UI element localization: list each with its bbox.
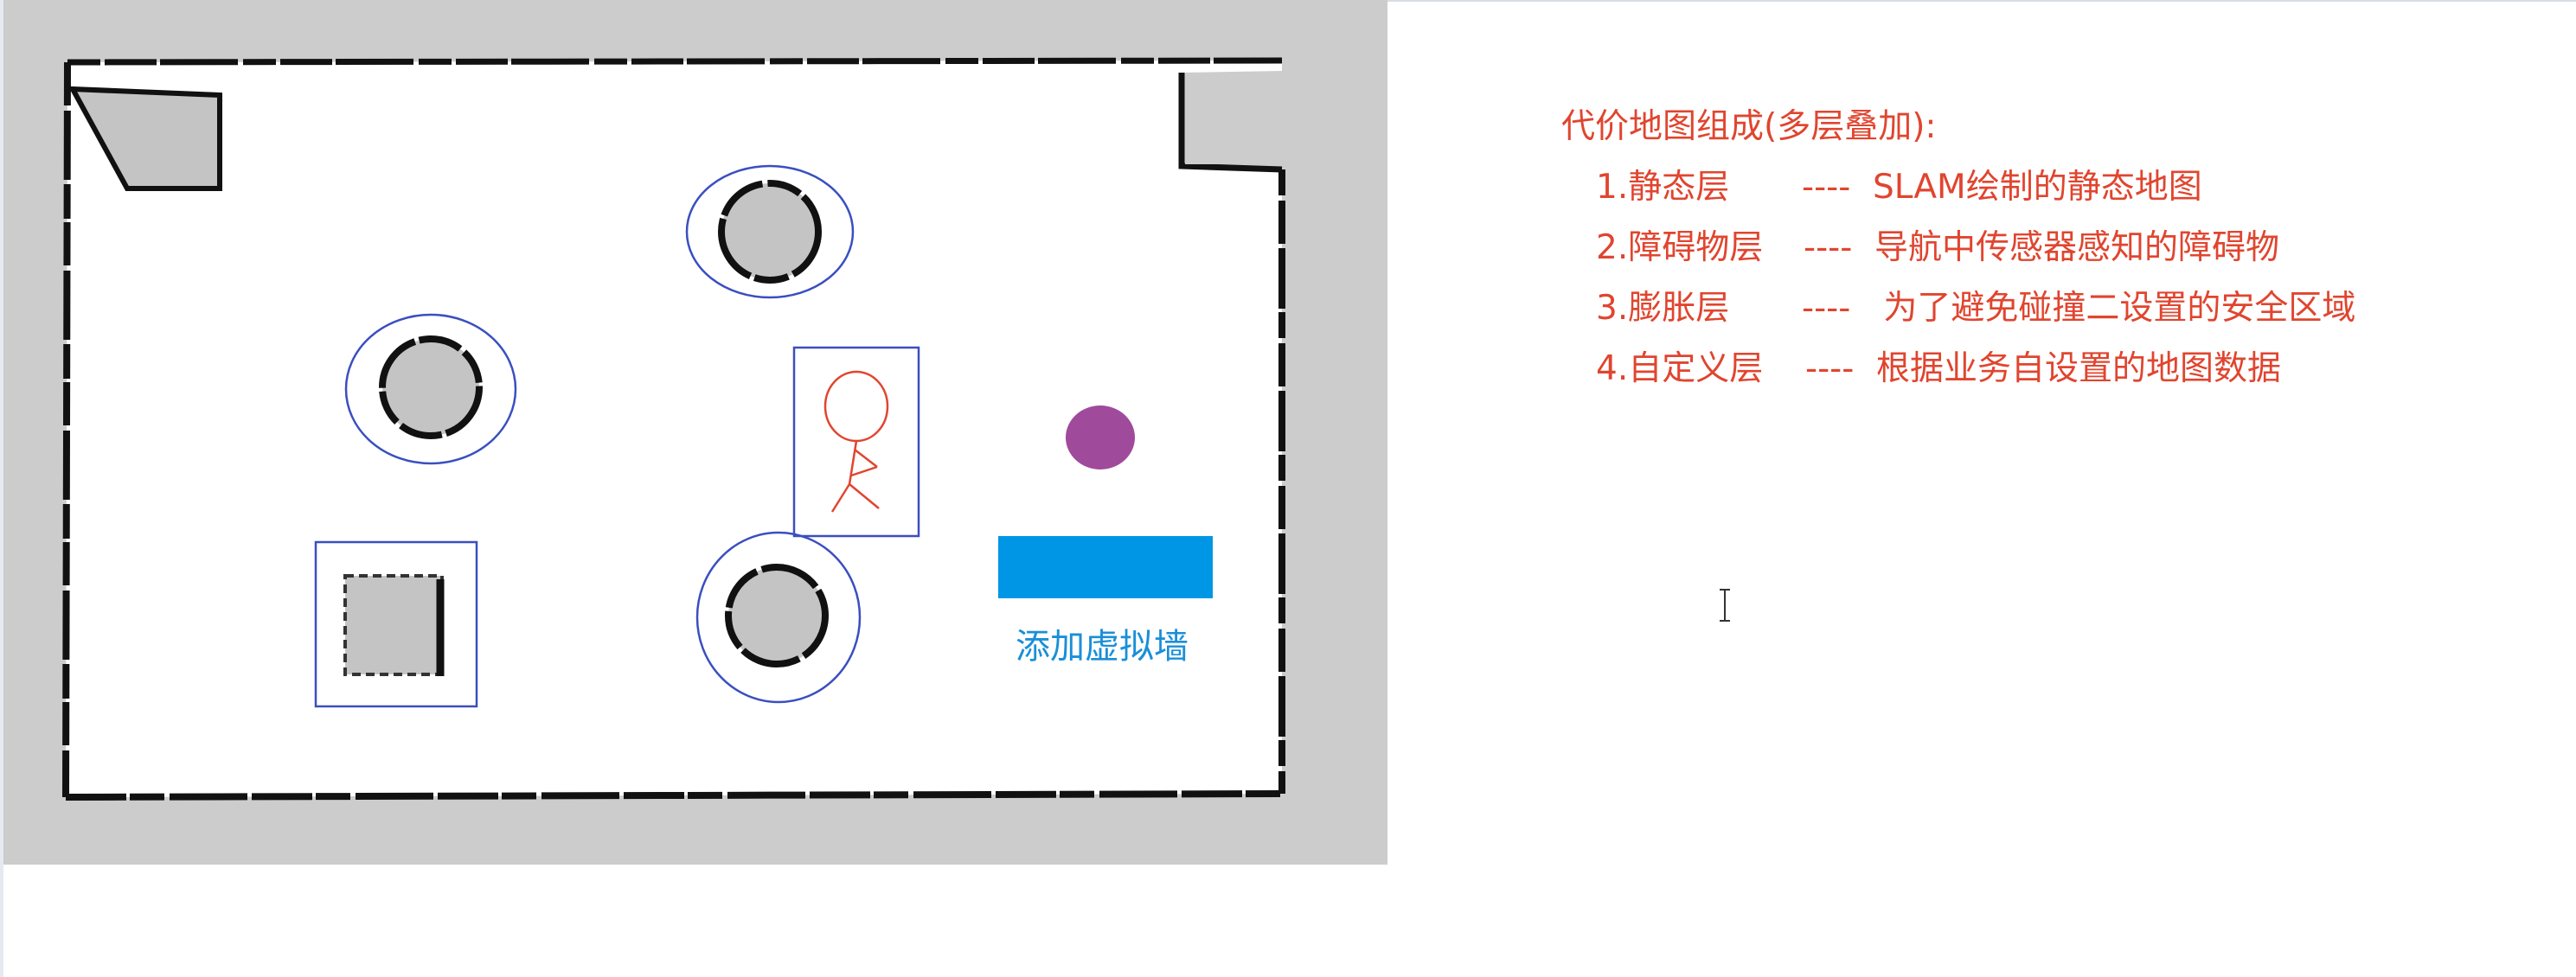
room-wall	[67, 57, 1283, 66]
person-leg	[830, 483, 851, 513]
person-body	[848, 440, 858, 485]
layer-name: 3.膨胀层	[1596, 289, 1730, 328]
obstacle-body	[725, 564, 829, 667]
inflation-circle	[695, 531, 862, 704]
left-divider	[0, 0, 3, 977]
person-icon	[792, 346, 920, 538]
inflation-circle	[344, 313, 517, 465]
round-obstacle-icon	[344, 313, 517, 465]
person-arm	[854, 449, 878, 468]
virtual-wall-label: 添加虚拟墙	[1016, 627, 1189, 667]
person-arm	[850, 465, 878, 477]
layer-row: 3.膨胀层 ---- 为了避免碰撞二设置的安全区域	[1561, 278, 2355, 339]
obstacle-body	[718, 180, 822, 284]
layer-separator: ----	[1805, 349, 1855, 388]
round-obstacle-icon	[695, 531, 862, 704]
obstacle-body	[379, 335, 483, 439]
layer-description: 导航中传感器感知的障碍物	[1874, 228, 2280, 267]
layer-separator: ----	[1802, 289, 1851, 328]
layer-row: 4.自定义层 ---- 根据业务自设置的地图数据	[1561, 339, 2281, 399]
layer-row: 1.静态层 ---- SLAM绘制的静态地图	[1561, 157, 2202, 218]
costmap-notes: 代价地图组成(多层叠加): 1.静态层 ---- SLAM绘制的静态地图 2.障…	[1561, 97, 2355, 399]
text-cursor-icon	[1720, 589, 1730, 622]
map-canvas	[62, 57, 1285, 801]
costmap-view: 添加虚拟墙	[3, 0, 1387, 865]
corner-notch	[1185, 73, 1282, 164]
dynamic-obstacle-icon	[1066, 405, 1135, 469]
person-leg	[849, 483, 880, 509]
corner-obstacle	[67, 86, 222, 191]
room-wall	[65, 790, 1283, 801]
inflation-box	[314, 540, 478, 708]
notes-heading: 代价地图组成(多层叠加):	[1561, 107, 1937, 146]
room-wall	[62, 61, 71, 798]
square-obstacle-icon	[314, 540, 478, 708]
layer-name: 1.静态层	[1596, 168, 1730, 207]
obstacle-body	[343, 574, 444, 676]
layer-description: 为了避免碰撞二设置的安全区域	[1873, 289, 2356, 328]
layer-separator: ----	[1802, 168, 1851, 207]
inflation-box	[792, 346, 920, 538]
round-obstacle-icon	[685, 164, 855, 299]
layer-name: 4.自定义层	[1596, 349, 1764, 388]
layer-description: 根据业务自设置的地图数据	[1876, 349, 2282, 388]
layer-description: SLAM绘制的静态地图	[1873, 168, 2202, 207]
layer-name: 2.障碍物层	[1596, 228, 1764, 267]
layer-row: 2.障碍物层 ---- 导航中传感器感知的障碍物	[1561, 218, 2279, 278]
room-wall	[1178, 73, 1283, 173]
layer-separator: ----	[1804, 228, 1853, 267]
inflation-circle	[685, 164, 855, 299]
virtual-wall-icon	[998, 536, 1213, 598]
